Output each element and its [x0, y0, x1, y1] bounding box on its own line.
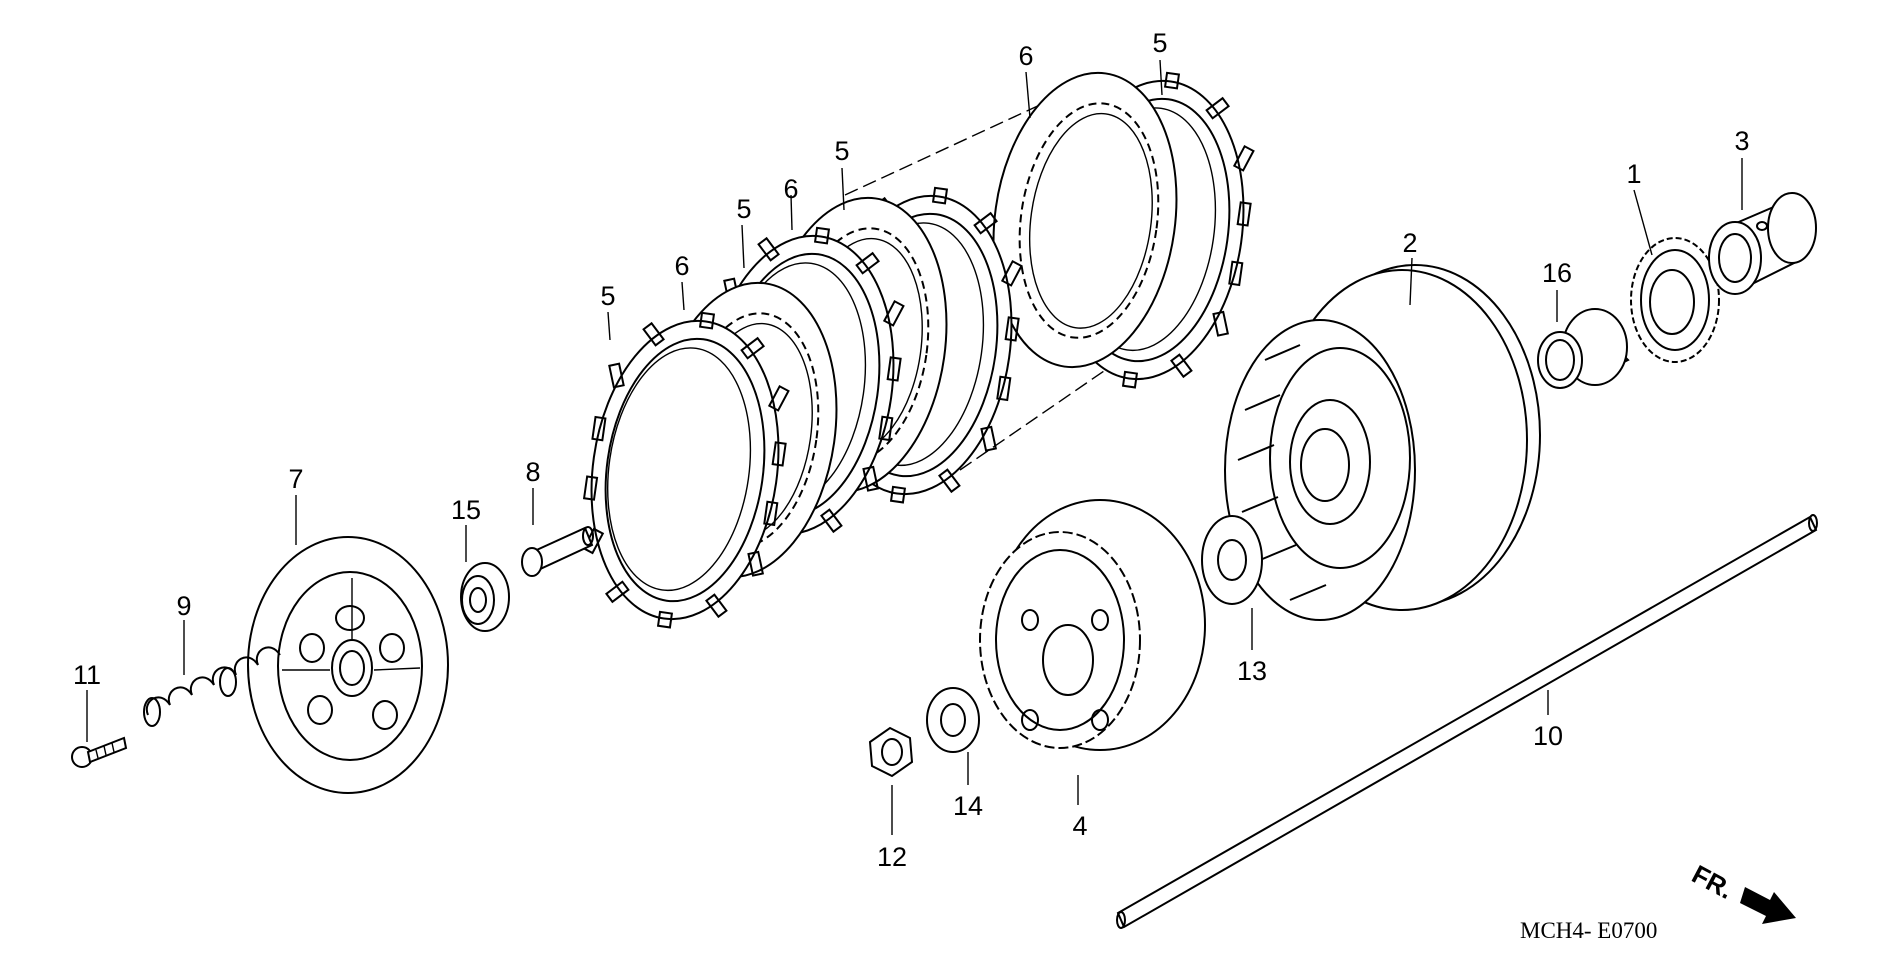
callout-part-6a: 6 [674, 251, 689, 281]
push-rod-10 [1116, 514, 1818, 929]
callout-part-11: 11 [73, 660, 101, 690]
callout-part-3: 3 [1734, 126, 1749, 156]
lifter-pin-8 [521, 526, 594, 577]
washer-13 [1201, 515, 1263, 605]
direction-label: FR. [1687, 859, 1738, 905]
sprocket-1 [1630, 237, 1720, 363]
spring-9 [143, 646, 281, 727]
callout-part-10: 10 [1533, 721, 1563, 751]
bearing-15 [460, 562, 510, 632]
alignment-line-top [844, 97, 1056, 196]
callout-part-15: 15 [451, 495, 481, 525]
washer-14 [926, 687, 980, 753]
callout-part-6b: 6 [783, 174, 798, 204]
callout-part-12: 12 [877, 842, 907, 872]
callout-part-1: 1 [1626, 159, 1641, 189]
callout-part-2: 2 [1402, 228, 1417, 258]
callout-part-5b: 5 [736, 194, 751, 224]
callout-part-6c: 6 [1018, 41, 1033, 71]
callout-part-5a: 5 [600, 281, 615, 311]
callout-part-16: 16 [1542, 258, 1572, 288]
front-arrow-icon [1740, 887, 1796, 924]
callout-part-7: 7 [288, 464, 303, 494]
callout-part-4: 4 [1072, 811, 1087, 841]
front-direction-indicator: FR. [1687, 859, 1796, 924]
clutch-center-4 [979, 499, 1206, 751]
alignment-line-bottom [959, 359, 1121, 471]
collar-3 [1708, 192, 1817, 295]
callout-part-5c: 5 [834, 136, 849, 166]
lock-nut-12 [868, 726, 914, 778]
callout-part-13: 13 [1237, 656, 1267, 686]
callout-part-14: 14 [953, 791, 983, 821]
callout-part-5d: 5 [1152, 28, 1167, 58]
leader-lines [86, 59, 1743, 835]
pressure-plate-7 [247, 536, 449, 794]
needle-bearing-16 [1537, 308, 1630, 389]
callout-part-8: 8 [525, 457, 540, 487]
clutch-outer-2 [1224, 264, 1541, 621]
bolt-11 [71, 736, 128, 768]
callout-part-9: 9 [176, 591, 191, 621]
diagram-code: MCH4- E0700 [1520, 918, 1657, 943]
